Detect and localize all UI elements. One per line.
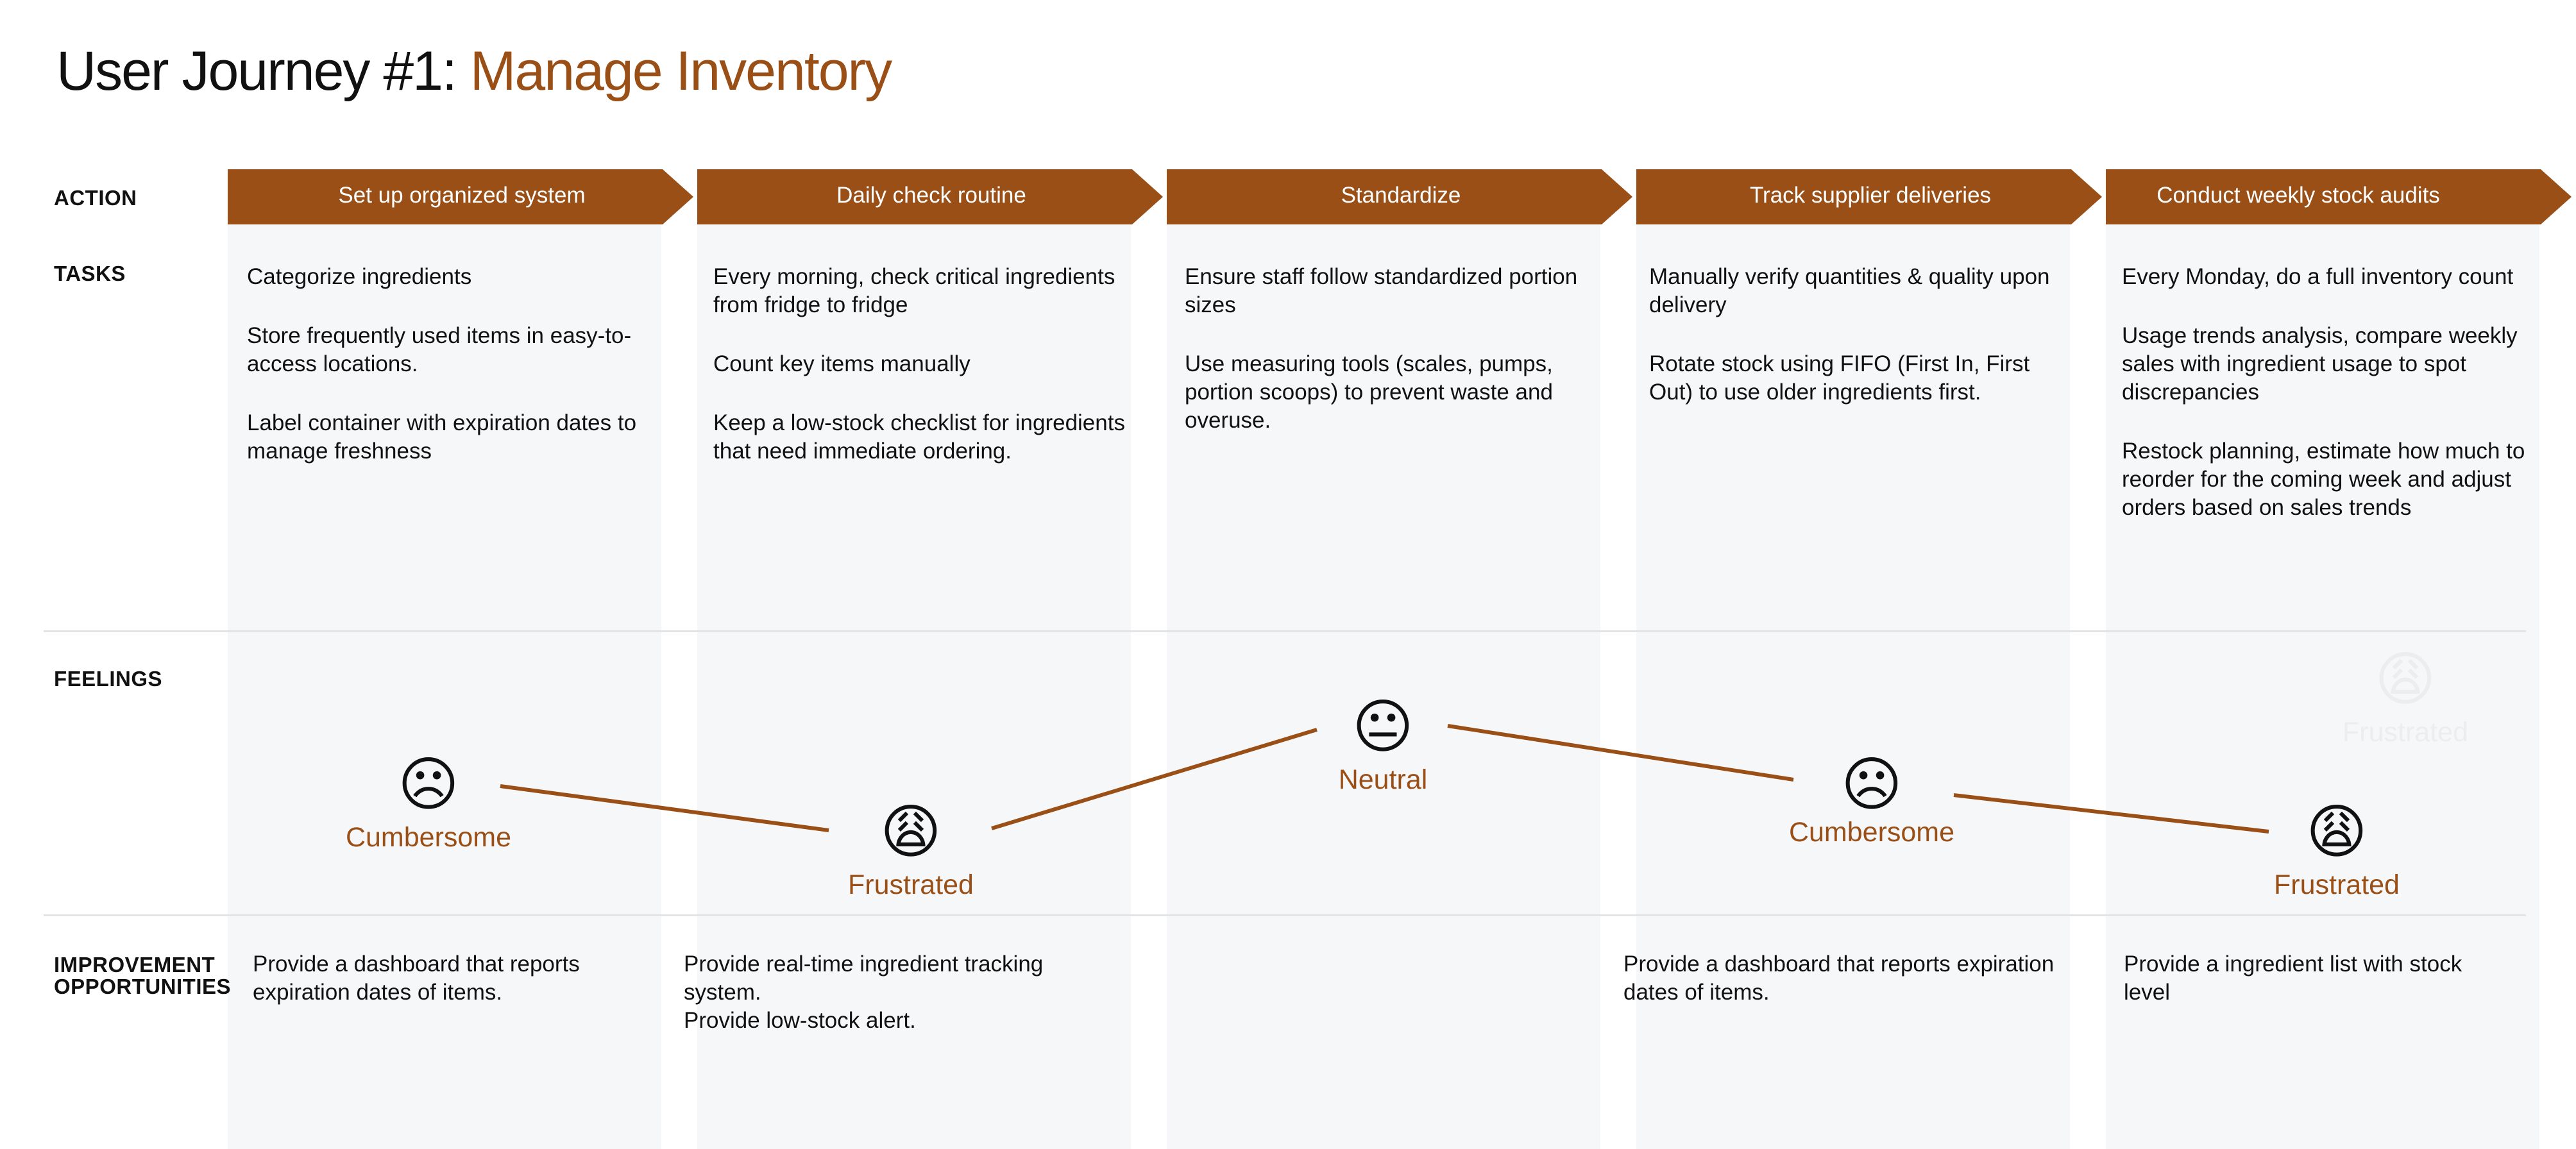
feelings-segment-2: [991, 728, 1318, 830]
tasks-column-3: Ensure staff follow standardized portion…: [1185, 263, 1595, 465]
improvement-item: Provide a dashboard that reports expirat…: [1623, 952, 2055, 1005]
task-item: Restock planning, estimate how much to r…: [2122, 439, 2525, 520]
stage-band-1: [228, 224, 661, 1149]
task-item: Every morning, check critical ingredient…: [713, 264, 1115, 317]
action-label-3: Standardize: [1341, 183, 1461, 208]
task-item: Store frequently used items in easy-to-a…: [247, 323, 632, 376]
feeling-label-3: Neutral: [1338, 764, 1428, 795]
feeling-label-1: Cumbersome: [345, 822, 512, 853]
tasks-column-1: Categorize ingredients Store frequently …: [247, 263, 638, 496]
divider-feelings-improvement: [44, 914, 2526, 916]
improvement-item: Provide real-time ingredient tracking sy…: [684, 952, 1044, 1005]
task-item: Keep a low-stock checklist for ingredien…: [713, 410, 1125, 464]
title-prefix: User Journey #1:: [56, 40, 470, 102]
improvement-column-4: Provide a dashboard that reports expirat…: [1623, 950, 2085, 1007]
feeling-label-4: Cumbersome: [1788, 817, 1955, 848]
feelings-segment-4: [1953, 793, 2269, 834]
action-arrow-4: [1636, 169, 2102, 224]
sad-face-icon: ☹: [1841, 750, 1902, 819]
action-arrow-5: [2106, 169, 2572, 224]
feeling-label-5: Frustrated: [2274, 869, 2400, 900]
task-item: Label container with expiration dates to…: [247, 410, 637, 464]
feelings-segment-3: [1447, 724, 1794, 782]
tasks-column-4: Manually verify quantities & quality upo…: [1649, 263, 2079, 437]
improvement-column-1: Provide a dashboard that reports expirat…: [253, 950, 650, 1007]
action-arrow-1: [228, 169, 693, 224]
action-label-2: Daily check routine: [836, 183, 1026, 208]
row-label-tasks: TASKS: [54, 262, 126, 285]
tasks-column-5: Every Monday, do a full inventory count …: [2122, 263, 2539, 553]
task-item: Use measuring tools (scales, pumps, port…: [1185, 351, 1553, 433]
improvement-item: Provide a ingredient list with stock lev…: [2124, 952, 2462, 1005]
feelings-segment-1: [500, 784, 829, 832]
task-item: Rotate stock using FIFO (First In, First…: [1649, 351, 2030, 405]
improvement-column-2: Provide real-time ingredient tracking sy…: [684, 950, 1088, 1035]
stage-band-5: [2106, 224, 2539, 1149]
weary-face-icon: 😩: [880, 798, 942, 866]
task-item: Manually verify quantities & quality upo…: [1649, 264, 2050, 317]
row-label-improvement-line2: OPPORTUNITIES: [54, 975, 232, 998]
action-label-1: Set up organized system: [338, 183, 586, 208]
title-accent: Manage Inventory: [470, 40, 892, 102]
row-label-improvement-line1: IMPROVEMENT: [54, 953, 216, 977]
stage-band-4: [1636, 224, 2070, 1149]
weary-face-icon: 😩: [2306, 798, 2368, 866]
weary-face-icon: 😩: [2375, 645, 2436, 714]
task-item: Count key items manually: [713, 351, 970, 376]
task-item: Usage trends analysis, compare weekly sa…: [2122, 323, 2518, 405]
task-item: Categorize ingredients: [247, 264, 472, 289]
ghost-feeling-label: Frustrated: [2343, 717, 2468, 748]
task-item: Every Monday, do a full inventory count: [2122, 264, 2514, 289]
divider-tasks-feelings: [44, 630, 2526, 632]
stage-band-3: [697, 224, 1131, 1149]
action-label-4: Track supplier deliveries: [1749, 183, 1992, 208]
page-title: User Journey #1: Manage Inventory: [56, 40, 892, 103]
feeling-label-2: Frustrated: [848, 869, 974, 900]
neutral-face-icon: 😐: [1352, 692, 1414, 761]
task-item: Ensure staff follow standardized portion…: [1185, 264, 1578, 317]
row-label-action: ACTION: [54, 186, 137, 210]
feelings-line: [500, 724, 2269, 834]
improvement-item: Provide low-stock alert.: [684, 1008, 916, 1033]
action-arrow-2: [697, 169, 1163, 224]
improvement-item: Provide a dashboard that reports expirat…: [253, 952, 580, 1005]
row-label-feelings: FEELINGS: [54, 667, 163, 691]
stage-band-3: [1167, 224, 1600, 1149]
sad-face-icon: ☹: [398, 750, 459, 819]
tasks-column-2: Every morning, check critical ingredient…: [713, 263, 1146, 496]
action-arrow-3: [1167, 169, 1632, 224]
action-label-5: Conduct weekly stock audits: [2157, 183, 2440, 208]
improvement-column-5: Provide a ingredient list with stock lev…: [2124, 950, 2509, 1007]
